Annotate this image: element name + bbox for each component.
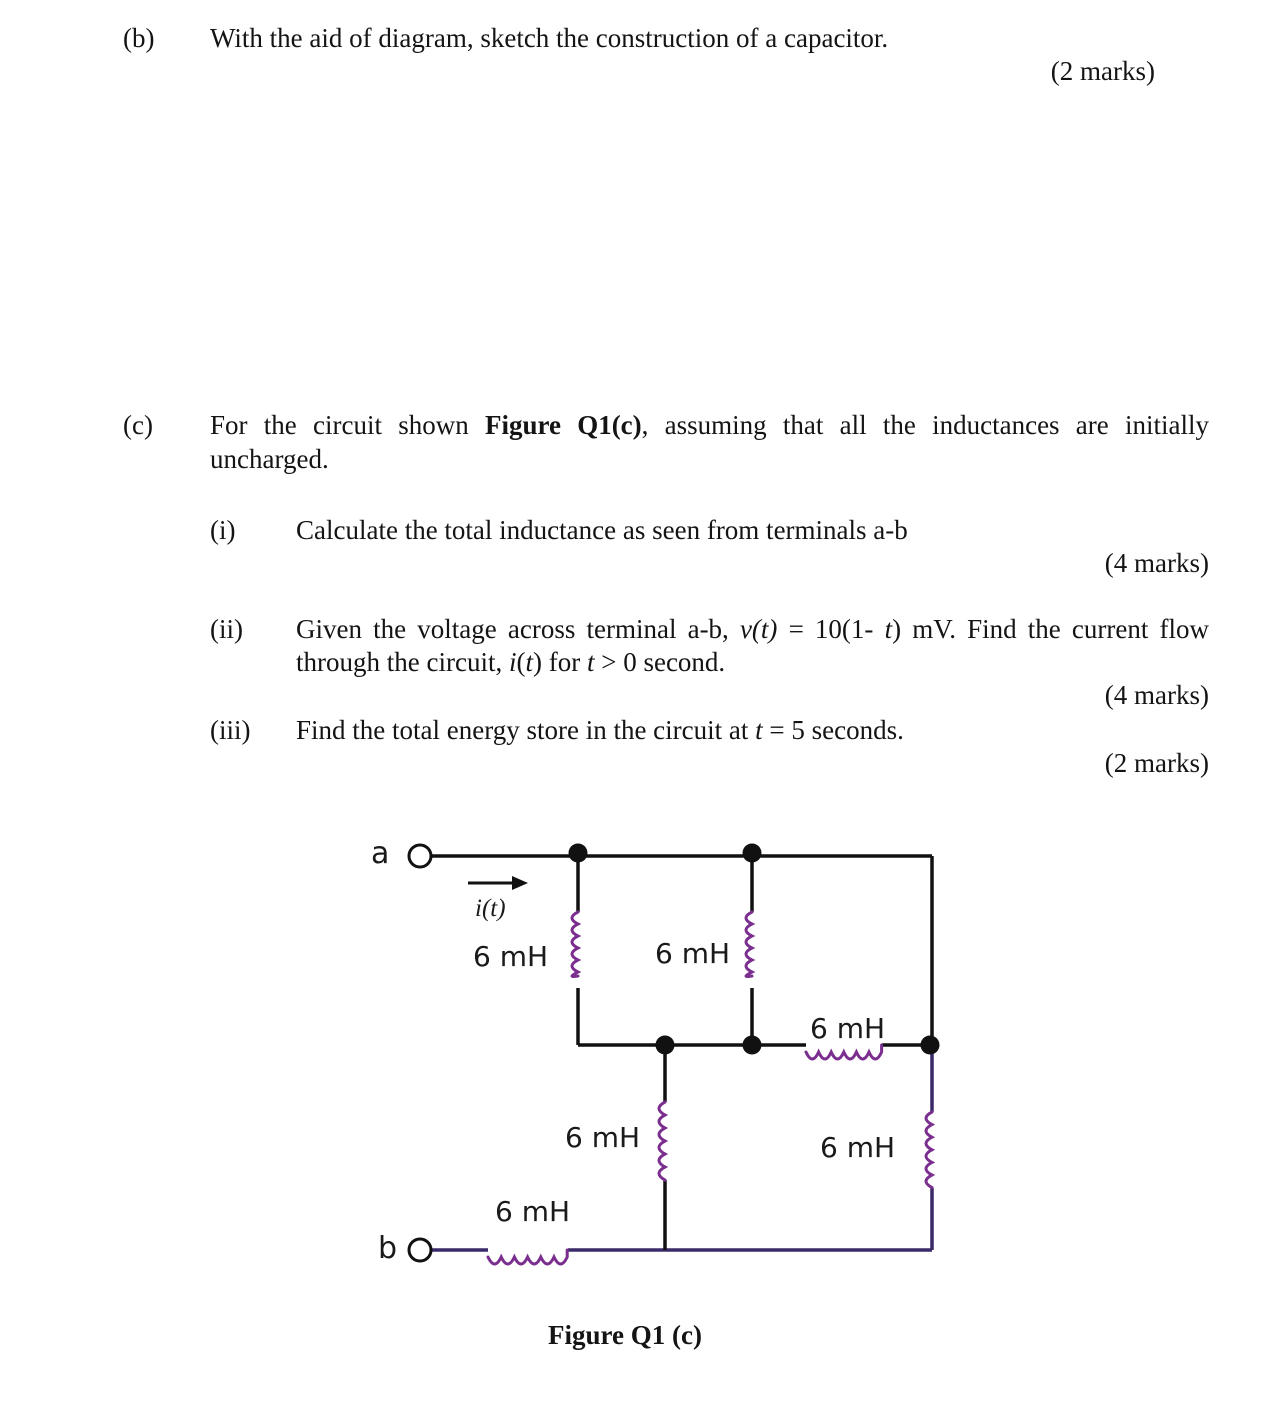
node-right bbox=[920, 1035, 940, 1055]
terminal-b-circle bbox=[407, 1237, 433, 1263]
part-c-figure-ref: Figure Q1(c) bbox=[484, 410, 642, 440]
sub-iii-t-var: t bbox=[755, 715, 763, 745]
inductor-l3-coil bbox=[804, 1043, 884, 1061]
inductor-l2-coil bbox=[744, 910, 756, 978]
sub-iii-text-b: = 5 seconds. bbox=[762, 715, 904, 745]
sub-iii-question: Find the total energy store in the circu… bbox=[296, 714, 904, 747]
part-b-marks: (2 marks) bbox=[1050, 56, 1155, 86]
sub-ii-question-line1: Given the voltage across terminal a-b, v… bbox=[296, 613, 1209, 646]
part-c-label: (c) bbox=[123, 410, 153, 440]
inductor-l4-coil bbox=[657, 1100, 669, 1182]
inductor-l5-label: 6 mH bbox=[820, 1131, 895, 1164]
terminal-a-circle bbox=[407, 843, 433, 869]
sub-ii-line2-t2-var: t bbox=[586, 647, 595, 677]
sub-iii-text-a: Find the total energy store in the circu… bbox=[296, 715, 756, 745]
sub-iii-marks: (2 marks) bbox=[1104, 748, 1209, 778]
terminal-b-label: b bbox=[378, 1231, 397, 1266]
part-c-intro-line2: uncharged. bbox=[210, 444, 329, 474]
current-label: i(t) bbox=[475, 895, 506, 922]
inductor-l6-coil bbox=[486, 1248, 569, 1266]
sub-ii-t-var: t bbox=[884, 614, 893, 644]
sub-i-question: Calculate the total inductance as seen f… bbox=[296, 515, 908, 545]
sub-ii-line2-a: through the circuit, bbox=[296, 647, 509, 677]
part-b-question: With the aid of diagram, sketch the cons… bbox=[210, 23, 889, 53]
sub-ii-line2-c: ) for bbox=[532, 647, 587, 677]
inductor-l6-label: 6 mH bbox=[495, 1195, 570, 1228]
part-b-label: (b) bbox=[123, 23, 155, 53]
sub-ii-line1-b: = 10(1- bbox=[777, 614, 885, 644]
sub-ii-label: (ii) bbox=[210, 614, 243, 644]
sub-ii-line2-t-var: t bbox=[525, 647, 533, 677]
part-c-intro: For the circuit shown Figure Q1(c), assu… bbox=[210, 409, 1209, 442]
figure-caption: Figure Q1 (c) bbox=[548, 1320, 702, 1350]
part-c-intro-post: , assuming that all the inductances are … bbox=[641, 410, 1210, 440]
inductor-l2-label: 6 mH bbox=[655, 937, 730, 970]
part-c-intro-pre: For the circuit shown bbox=[210, 410, 485, 440]
sub-ii-line2-d: > 0 second. bbox=[594, 647, 726, 677]
terminal-a-label: a bbox=[371, 836, 389, 871]
sub-ii-current-var: i bbox=[508, 647, 517, 677]
sub-ii-question-line2: through the circuit, i(t) for t > 0 seco… bbox=[296, 646, 725, 679]
inductor-l1-coil bbox=[570, 910, 582, 978]
sub-ii-line2-b: ( bbox=[516, 647, 526, 677]
current-arrow-head bbox=[512, 876, 528, 890]
node-middle-left bbox=[655, 1035, 675, 1055]
sub-ii-voltage-var: v(t) bbox=[739, 614, 778, 644]
sub-i-marks: (4 marks) bbox=[1104, 548, 1209, 578]
node-top-middle bbox=[742, 843, 762, 863]
inductor-l4-label: 6 mH bbox=[565, 1121, 640, 1154]
sub-iii-label: (iii) bbox=[210, 715, 251, 745]
sub-ii-line1-c: ) mV. Find the current flow bbox=[892, 614, 1209, 644]
sub-ii-marks: (4 marks) bbox=[1104, 680, 1209, 710]
node-top-left bbox=[568, 843, 588, 863]
node-middle-right bbox=[742, 1035, 762, 1055]
sub-ii-line1-a: Given the voltage across terminal a-b, bbox=[296, 614, 740, 644]
inductor-l1-label: 6 mH bbox=[473, 940, 548, 973]
sub-i-label: (i) bbox=[210, 515, 236, 545]
inductor-l5-coil bbox=[924, 1110, 936, 1190]
inductor-l3-label: 6 mH bbox=[810, 1012, 885, 1045]
